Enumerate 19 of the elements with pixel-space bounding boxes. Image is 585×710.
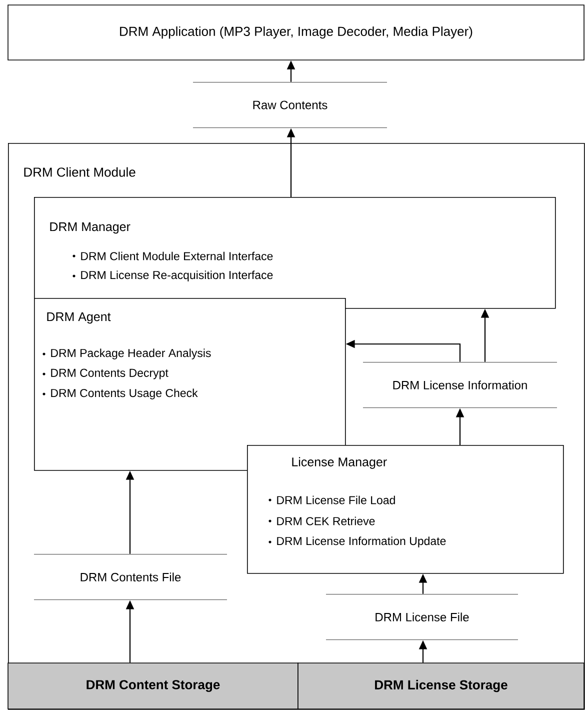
bullet-item: DRM Client Module External Interface xyxy=(81,252,273,260)
data-store: Raw Contents xyxy=(193,82,387,128)
data-store: DRM License File xyxy=(326,594,518,640)
data-store: DRM License Information xyxy=(363,362,557,408)
storage-band: DRM License Storage xyxy=(298,662,584,710)
storage-band: DRM Content Storage xyxy=(8,662,298,710)
application-box: DRM Application (MP3 Player, Image Decoder, Media Player) xyxy=(8,4,584,60)
bullet-item: DRM CEK Retrieve xyxy=(277,516,375,526)
bullet-item: DRM Contents Decrypt xyxy=(51,368,168,380)
bullet-item: DRM License Re-acquisition Interface xyxy=(81,270,273,282)
bullet-item: DRM Package Header Analysis xyxy=(51,348,211,360)
box-title: License Manager xyxy=(292,457,387,469)
box-title: DRM Agent xyxy=(47,312,111,324)
bullet-item: DRM Contents Usage Check xyxy=(51,388,198,400)
bullet-item: DRM License File Load xyxy=(277,496,395,504)
data-store: DRM Contents File xyxy=(34,554,227,600)
module-title: DRM Client Module xyxy=(24,167,136,177)
box-title: DRM Manager xyxy=(50,222,130,234)
bullet-item: DRM License Information Update xyxy=(277,536,446,548)
